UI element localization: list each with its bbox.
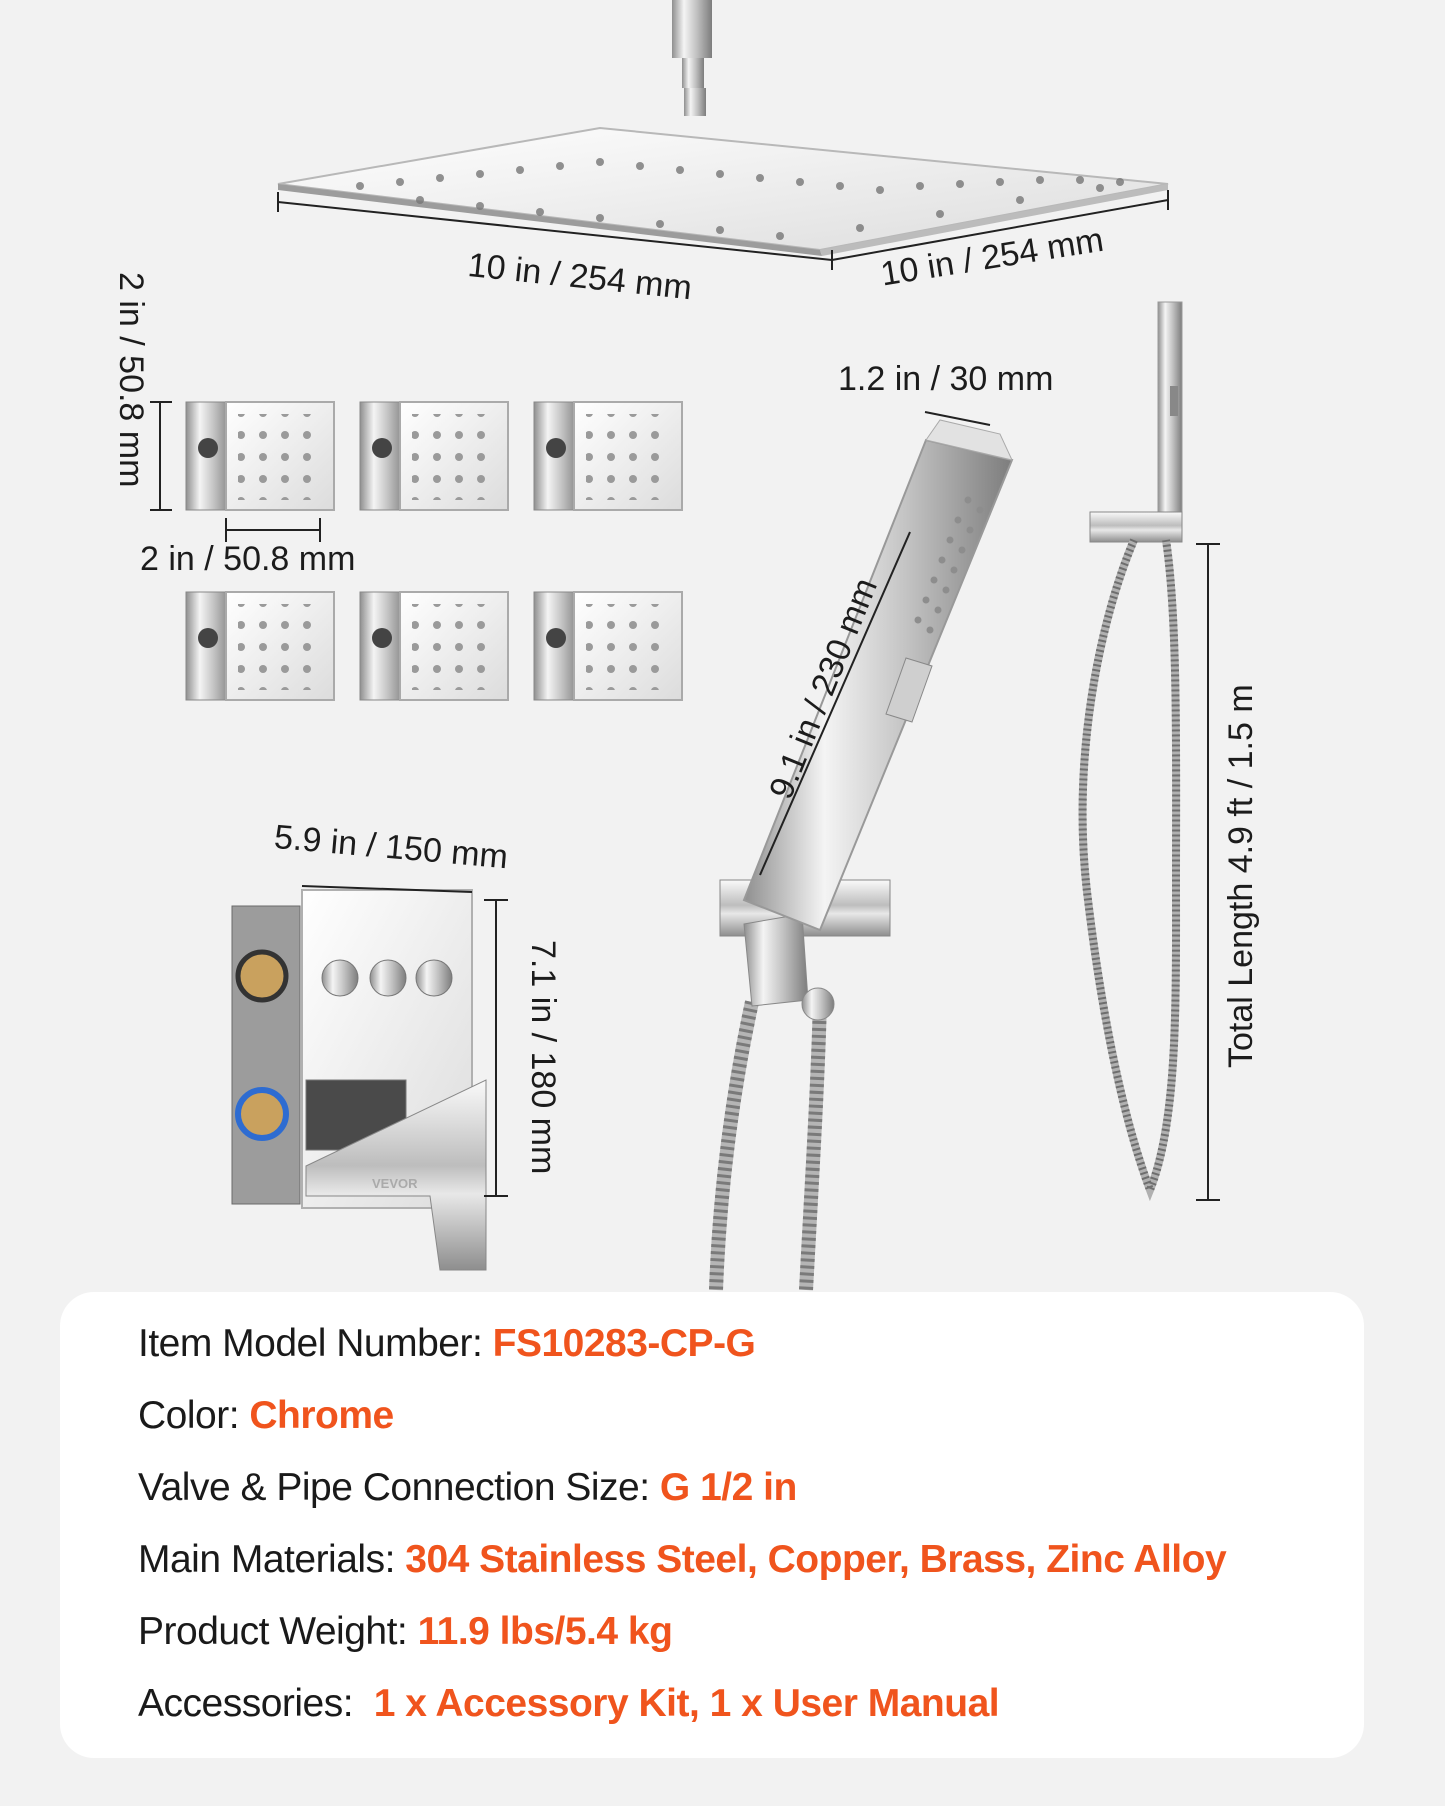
spec-label: Main Materials: bbox=[138, 1538, 406, 1581]
spec-value: 304 Stainless Steel, Copper, Brass, Zinc… bbox=[405, 1538, 1227, 1581]
valve-height-label: 7.1 in / 180 mm bbox=[524, 940, 562, 1175]
jet-width-label: 2 in / 50.8 mm bbox=[140, 540, 356, 578]
spec-label: Item Model Number: bbox=[138, 1322, 493, 1365]
spec-card bbox=[60, 1292, 1364, 1758]
spec-row-color: Color: Chrome bbox=[138, 1394, 394, 1438]
hand-shower bbox=[709, 411, 1014, 1291]
spec-label: Accessories: bbox=[138, 1682, 374, 1725]
spec-value: 11.9 lbs/5.4 kg bbox=[417, 1610, 673, 1653]
jet-height-label: 2 in / 50.8 mm bbox=[112, 272, 150, 488]
rain-shower-head bbox=[277, 0, 1169, 270]
spec-value: FS10283-CP-G bbox=[492, 1322, 756, 1365]
body-jets bbox=[150, 401, 683, 701]
spec-row-connection-size: Valve & Pipe Connection Size: G 1/2 in bbox=[138, 1466, 797, 1510]
spec-value: Chrome bbox=[249, 1394, 394, 1437]
body-jet bbox=[185, 401, 335, 511]
spec-label: Color: bbox=[138, 1394, 250, 1437]
diverter-valve bbox=[231, 885, 508, 1271]
body-jet bbox=[359, 591, 509, 701]
handshower-width-label: 1.2 in / 30 mm bbox=[838, 360, 1054, 398]
spec-value: 1 x Accessory Kit, 1 x User Manual bbox=[373, 1682, 1000, 1725]
spec-label: Valve & Pipe Connection Size: bbox=[138, 1466, 660, 1509]
body-jet bbox=[185, 591, 335, 701]
hose-holder bbox=[1078, 301, 1220, 1202]
spec-row-materials: Main Materials: 304 Stainless Steel, Cop… bbox=[138, 1538, 1227, 1582]
spec-label: Product Weight: bbox=[138, 1610, 418, 1653]
body-jet bbox=[533, 591, 683, 701]
hose-length-label: Total Length 4.9 ft / 1.5 m bbox=[1222, 684, 1260, 1068]
body-jet bbox=[533, 401, 683, 511]
spec-value: G 1/2 in bbox=[659, 1466, 797, 1509]
spec-row-model: Item Model Number: FS10283-CP-G bbox=[138, 1322, 756, 1366]
valve-brand-logo: VEVOR bbox=[372, 1176, 418, 1191]
spec-row-weight: Product Weight: 11.9 lbs/5.4 kg bbox=[138, 1610, 673, 1654]
body-jet bbox=[359, 401, 509, 511]
spec-row-accessories: Accessories: 1 x Accessory Kit, 1 x User… bbox=[138, 1682, 1000, 1726]
